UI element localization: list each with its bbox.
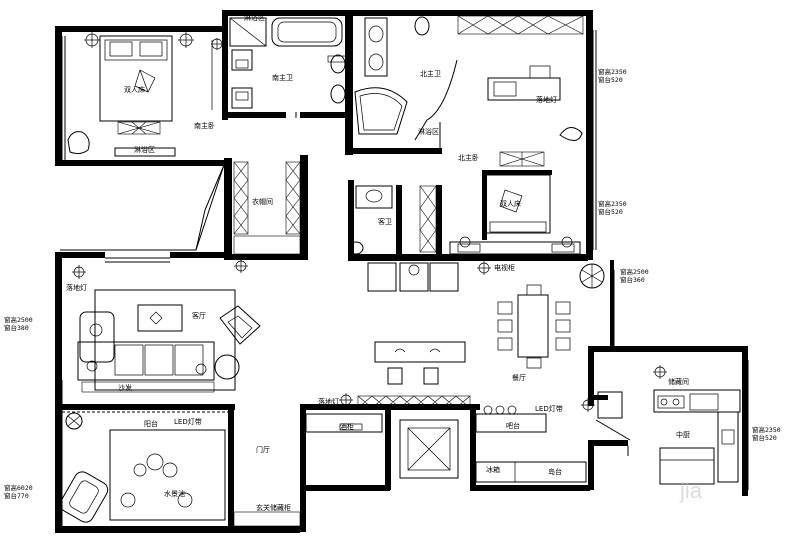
label-island: 岛台 [548, 467, 562, 476]
kitchen-elements [595, 365, 741, 485]
dim-5a: 窗高6020 [4, 483, 33, 492]
label-kitchen: 中厨 [676, 430, 690, 439]
label-north-master-bedroom: 北主卧 [458, 153, 479, 162]
foyer-elements [229, 405, 587, 483]
nightstand-lamps [84, 32, 223, 50]
dim-4b: 窗台380 [4, 323, 29, 332]
label-guest-bath: 客卫 [378, 217, 392, 226]
north-bedroom-furniture [449, 15, 584, 255]
label-storage: 储藏间 [668, 377, 689, 386]
label-floor-lamp-1: 落地灯 [536, 95, 557, 104]
label-floor-lamp-2: 落地灯 [66, 283, 87, 292]
label-sofa: 沙发 [118, 383, 132, 392]
label-floor-lamp-3: 落地灯 [318, 397, 339, 406]
label-plants: 水景池 [164, 489, 185, 498]
south-bath-fixtures [229, 17, 349, 109]
living-furniture [72, 265, 261, 393]
dim-4a: 窗高2500 [4, 315, 33, 324]
label-fridge: 冰箱 [486, 465, 500, 474]
label-shower-2: 淋浴区 [418, 127, 439, 136]
room-labels: 双人床 南主卧 淋浴区 淋浴区 南主卫 北主卫 淋浴区 北主卧 双人床 衣帽间 … [66, 13, 690, 512]
dim-3b: 窗台360 [620, 275, 645, 284]
label-north-master-bath: 北主卫 [420, 69, 441, 78]
dim-2b: 窗台520 [598, 207, 623, 216]
sideboard-seats [367, 261, 491, 292]
desk [114, 147, 176, 157]
dim-1b: 窗台520 [598, 75, 623, 84]
label-shoe-cabinet: 玄关储藏柜 [256, 503, 291, 512]
label-foyer: 门厅 [256, 445, 270, 454]
label-tv-cabinet: 电视柜 [494, 263, 515, 272]
balcony-furniture [59, 411, 301, 527]
north-bath-fixtures [354, 16, 458, 150]
dim-1a: 窗高2350 [598, 67, 627, 76]
dim-6b: 窗台520 [752, 433, 777, 442]
dim-6a: 窗高2350 [752, 425, 781, 434]
guest-bath-fixtures [348, 185, 437, 255]
label-bar-counter: 吧台 [506, 421, 520, 430]
dim-2a: 窗高2350 [598, 199, 627, 208]
label-double-bed-2: 双人床 [500, 199, 521, 208]
label-walk-in-closet: 衣帽间 [252, 197, 273, 206]
label-south-master-bath: 南主卫 [272, 73, 293, 82]
label-shower: 淋浴区 [244, 13, 265, 22]
dimension-annotations: 窗高2350 窗台520 窗高2350 窗台520 窗高2500 窗台360 窗… [4, 67, 781, 500]
label-double-bed-1: 双人床 [124, 85, 145, 94]
armchair-1 [67, 131, 90, 155]
label-dining-room: 餐厅 [512, 373, 526, 382]
window-lines [60, 30, 749, 526]
label-living-room: 客厅 [192, 311, 206, 320]
dim-5b: 窗台770 [4, 491, 29, 500]
watermark: jia [679, 478, 703, 503]
closet-racks [233, 161, 301, 273]
label-balcony: 阳台 [144, 419, 158, 428]
label-desk: 淋浴区 [134, 145, 155, 154]
label-led-2: LED灯带 [535, 404, 563, 413]
plant-1 [579, 263, 605, 289]
double-bed-1 [99, 35, 173, 135]
label-led-1: LED灯带 [174, 417, 202, 426]
label-wine-cabinet: 酒柜 [340, 422, 354, 431]
label-second-bedroom: 南主卧 [194, 121, 215, 130]
dining-furniture [339, 284, 595, 412]
dim-3a: 窗高2500 [620, 267, 649, 276]
